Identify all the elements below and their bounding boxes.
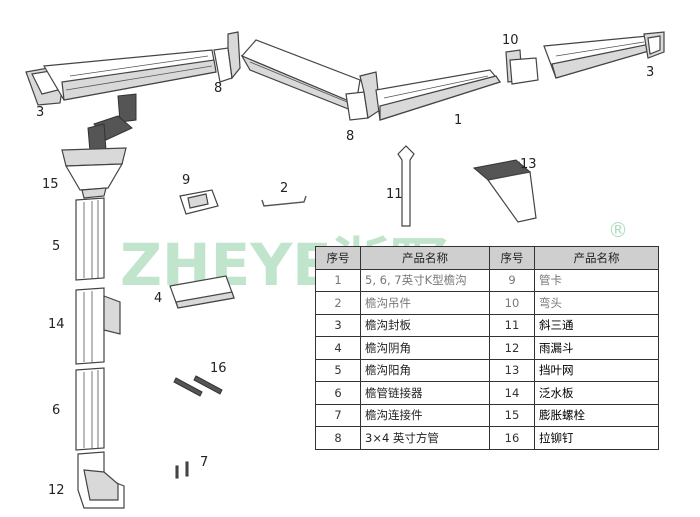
table-cell: 檐沟连接件 bbox=[360, 403, 490, 427]
callout-6: 9 bbox=[182, 173, 190, 188]
table-cell: 泛水板 bbox=[534, 381, 659, 405]
square-downpipe-upper bbox=[75, 197, 105, 281]
rivets-part bbox=[175, 461, 189, 479]
table-cell: 弯头 bbox=[534, 291, 659, 315]
square-downpipe-lower bbox=[75, 367, 105, 451]
callout-11: 14 bbox=[48, 317, 65, 332]
table-cell: 13 bbox=[489, 358, 535, 382]
table-cell: 12 bbox=[489, 336, 535, 360]
header-no-right: 序号 bbox=[489, 246, 535, 270]
table-cell: 3×4 英寸方管 bbox=[360, 426, 490, 450]
table-header-row: 序号 产品名称 序号 产品名称 bbox=[315, 246, 659, 270]
table-cell: 8 bbox=[315, 426, 361, 450]
table-cell: 2 bbox=[315, 291, 361, 315]
table-cell: 7 bbox=[315, 403, 361, 427]
table-cell: 16 bbox=[489, 426, 535, 450]
header-no-left: 序号 bbox=[315, 246, 361, 270]
table-cell: 9 bbox=[489, 268, 535, 292]
table-cell: 檐管链接器 bbox=[360, 381, 490, 405]
callout-5: 8 bbox=[346, 129, 354, 144]
table-cell: 3 bbox=[315, 313, 361, 337]
gutter-hanger-part bbox=[261, 195, 307, 207]
gutter-right-section bbox=[543, 35, 653, 79]
table-cell: 挡叶网 bbox=[534, 358, 659, 382]
callout-4: 8 bbox=[214, 81, 222, 96]
table-row: 8 3×4 英寸方管 16 拉铆钉 bbox=[315, 426, 659, 450]
callout-3-left: 3 bbox=[36, 105, 44, 120]
table-row: 4 檐沟阴角 12 雨漏斗 bbox=[315, 336, 659, 360]
callout-14: 4 bbox=[154, 291, 162, 306]
downpipe-offset-elbows bbox=[87, 93, 137, 153]
gutter-left-section bbox=[43, 49, 217, 101]
table-cell: 雨漏斗 bbox=[534, 336, 659, 360]
gutter-inside-corner bbox=[213, 31, 241, 83]
table-cell: 管卡 bbox=[534, 268, 659, 292]
table-cell: 15 bbox=[489, 403, 535, 427]
table-cell: 5 bbox=[315, 358, 361, 382]
table-cell: 1 bbox=[315, 268, 361, 292]
header-name-right: 产品名称 bbox=[534, 246, 659, 270]
callout-7: 10 bbox=[502, 33, 519, 48]
table-row: 3 檐沟封板 11 斜三通 bbox=[315, 313, 659, 337]
table-cell: 檐沟吊件 bbox=[360, 291, 490, 315]
table-row: 7 檐沟连接件 15 膨胀螺栓 bbox=[315, 403, 659, 427]
callout-8-lower: 6 bbox=[52, 403, 60, 418]
header-name-left: 产品名称 bbox=[360, 246, 490, 270]
leaf-guard-part bbox=[472, 159, 537, 223]
gutter-end-cap-right bbox=[643, 31, 665, 59]
downpipe-branch-tee bbox=[75, 287, 121, 365]
flashing-part bbox=[169, 275, 235, 309]
callout-3-right: 3 bbox=[646, 65, 654, 80]
table-row: 6 檐管链接器 14 泛水板 bbox=[315, 381, 659, 405]
table-cell: 檐沟阳角 bbox=[360, 358, 490, 382]
expansion-bolts-part bbox=[173, 375, 223, 397]
table-row: 5 檐沟阳角 13 挡叶网 bbox=[315, 358, 659, 382]
callout-9: 11 bbox=[386, 187, 403, 202]
callout-2: 2 bbox=[280, 181, 288, 196]
table-cell: 4 bbox=[315, 336, 361, 360]
table-row: 2 檐沟吊件 10 弯头 bbox=[315, 291, 659, 315]
table-cell: 11 bbox=[489, 313, 535, 337]
table-cell: 14 bbox=[489, 381, 535, 405]
callout-12: 15 bbox=[42, 177, 59, 192]
table-cell: 拉铆钉 bbox=[534, 426, 659, 450]
gutter-outside-corner bbox=[345, 71, 381, 121]
gutter-connector bbox=[505, 49, 539, 85]
callout-1: 1 bbox=[454, 113, 462, 128]
rain-head bbox=[61, 147, 127, 199]
table-cell: 5, 6, 7英寸K型檐沟 bbox=[360, 268, 490, 292]
pipe-connector-part bbox=[179, 189, 219, 215]
table-row: 1 5, 6, 7英寸K型檐沟 9 管卡 bbox=[315, 268, 659, 292]
table-cell: 膨胀螺栓 bbox=[534, 403, 659, 427]
table-cell: 6 bbox=[315, 381, 361, 405]
pipe-clip-part bbox=[397, 145, 415, 227]
table-cell: 斜三通 bbox=[534, 313, 659, 337]
watermark-registered-mark: ® bbox=[608, 218, 628, 242]
downpipe-elbow bbox=[77, 451, 125, 509]
callout-15: 16 bbox=[210, 361, 227, 376]
callout-13: 13 bbox=[520, 157, 537, 172]
table-cell: 10 bbox=[489, 291, 535, 315]
gutter-middle-section bbox=[240, 39, 361, 113]
gutter-k-style-section bbox=[375, 69, 502, 121]
callout-8-upper: 5 bbox=[52, 239, 60, 254]
table-cell: 檐沟阴角 bbox=[360, 336, 490, 360]
callout-10: 12 bbox=[48, 483, 65, 498]
callout-16: 7 bbox=[200, 455, 208, 470]
table-cell: 檐沟封板 bbox=[360, 313, 490, 337]
parts-list-table: 序号 产品名称 序号 产品名称 1 5, 6, 7英寸K型檐沟 9 管卡 2 檐… bbox=[315, 246, 659, 450]
